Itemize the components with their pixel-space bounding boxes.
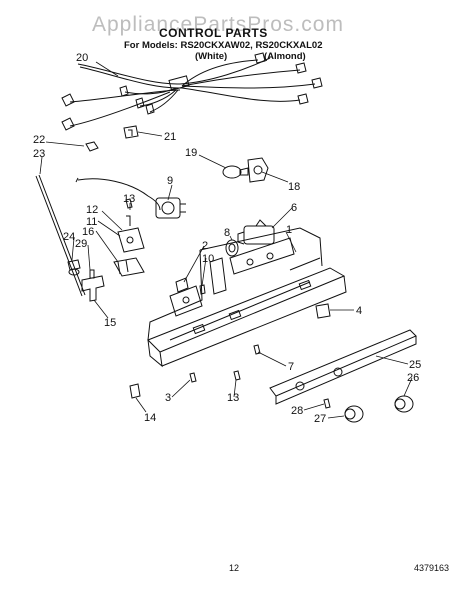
color-almond-label: (Almond) [264, 51, 306, 62]
callout-6: 6 [291, 202, 297, 214]
callout-18: 18 [288, 181, 300, 193]
screw-28-part [323, 398, 331, 409]
callout-4: 4 [356, 305, 362, 317]
screw-3-part [189, 372, 197, 383]
callout-29: 29 [75, 238, 87, 250]
color-white-label: (White) [195, 51, 227, 62]
callout-28: 28 [291, 405, 303, 417]
screw-10-part [199, 284, 206, 295]
bracket-15-part [81, 275, 105, 302]
rod-part [35, 174, 86, 297]
damper-part [67, 259, 81, 276]
document-number: 4379163 [414, 563, 449, 573]
wiring-harness-part [61, 52, 323, 131]
screw-13b-part [233, 370, 241, 381]
callout-7: 7 [288, 361, 294, 373]
clip-14-part [129, 383, 141, 399]
thermostat-part [75, 177, 186, 219]
callout-26: 26 [407, 372, 419, 384]
callout-8: 8 [224, 227, 230, 239]
callout-22: 22 [33, 134, 45, 146]
control-unit-part [237, 219, 275, 245]
page-number: 12 [229, 563, 239, 573]
clip-part [85, 141, 99, 152]
page-title: CONTROL PARTS [159, 26, 268, 40]
knob-26-part [394, 395, 414, 413]
callout-21: 21 [164, 131, 176, 143]
models-line: For Models: RS20CKXAW02, RS20CKXAL02 [124, 40, 323, 51]
callout-10: 10 [202, 253, 214, 265]
screw-part [89, 269, 95, 279]
callout-24: 24 [63, 231, 75, 243]
watermark-text: AppliancePartsPros.com [92, 13, 344, 36]
callout-labels: 20 22 21 23 19 18 9 13 12 11 16 24 29 15… [33, 52, 421, 425]
light-socket-part [247, 157, 269, 183]
callout-13b: 13 [227, 392, 239, 404]
callout-13a: 13 [123, 193, 135, 205]
knob-27-part [344, 405, 364, 423]
screw-13a-part [125, 198, 133, 209]
callout-12: 12 [86, 204, 98, 216]
switch-part [113, 257, 145, 277]
callout-16: 16 [82, 226, 94, 238]
bracket-part [123, 125, 139, 139]
callout-14: 14 [144, 412, 156, 424]
control-housing-part [147, 227, 347, 368]
callout-23: 23 [33, 148, 45, 160]
sensor-part [175, 277, 189, 293]
front-panel-part [269, 329, 417, 405]
clip-4-part [315, 303, 331, 319]
callout-25: 25 [409, 359, 421, 371]
callout-2: 2 [202, 240, 208, 252]
callout-27: 27 [314, 413, 326, 425]
callout-1: 1 [286, 224, 292, 236]
callout-9: 9 [167, 175, 173, 187]
callout-20: 20 [76, 52, 88, 64]
callout-15: 15 [104, 317, 116, 329]
callout-3: 3 [165, 392, 171, 404]
callout-19: 19 [185, 147, 197, 159]
leader-lines [39, 61, 413, 419]
knob-base-part [225, 239, 239, 257]
control-bracket-part [117, 215, 145, 253]
light-bulb-part [222, 165, 249, 179]
callout-11: 11 [86, 216, 97, 228]
